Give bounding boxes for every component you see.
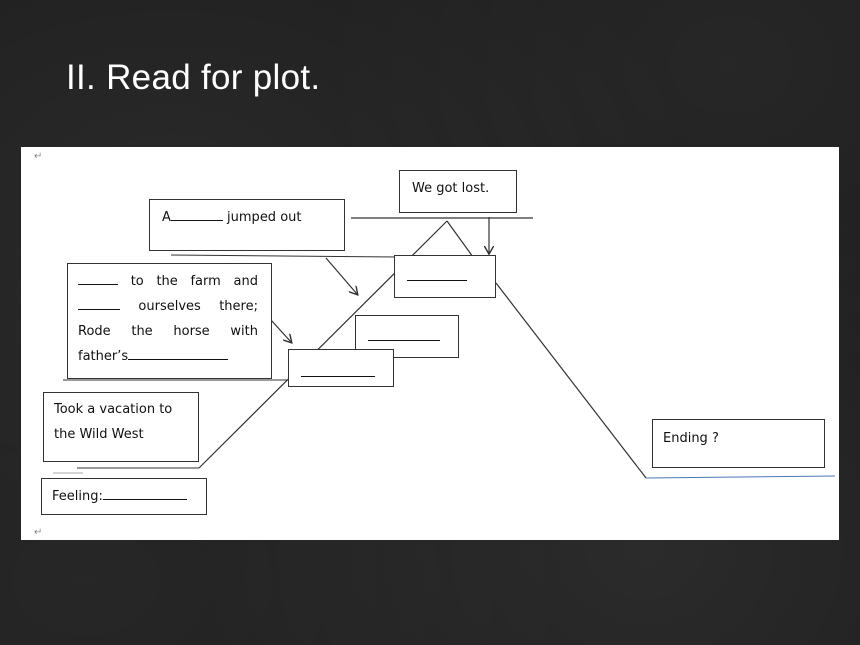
blank-box-peak xyxy=(394,255,496,298)
blank xyxy=(78,274,118,285)
exposition-box: Took a vacation to the Wild West xyxy=(43,392,199,462)
blank xyxy=(102,489,187,500)
feeling-box: Feeling: xyxy=(41,478,207,515)
peak-right-edge xyxy=(446,220,474,258)
blank xyxy=(78,299,120,310)
arrow-to-lower xyxy=(270,319,291,342)
blank-box-lower xyxy=(288,349,394,387)
exposition-line1: Took a vacation to xyxy=(54,402,173,417)
feeling-label: Feeling: xyxy=(52,489,103,504)
blank xyxy=(301,366,375,377)
resolution-line xyxy=(645,475,836,479)
farm-box: to the farm and ourselves there; Rode th… xyxy=(67,263,272,379)
plot-worksheet: ↵ ↵ We got lost. A jumped out to the far… xyxy=(21,147,839,540)
jumped-out-box: A jumped out xyxy=(149,199,345,251)
jumped-out-text: A jumped out xyxy=(162,210,302,225)
blank xyxy=(170,210,223,221)
climax-text: We got lost. xyxy=(412,181,490,196)
blank xyxy=(368,330,440,341)
exposition-line2: the Wild West xyxy=(54,427,144,442)
slide-title: II. Read for plot. xyxy=(66,58,321,97)
falling-action-line xyxy=(495,282,647,479)
ending-text: Ending ? xyxy=(663,431,719,446)
arrow-to-middle xyxy=(325,257,357,294)
climax-box: We got lost. xyxy=(399,170,517,213)
blank xyxy=(407,270,467,281)
paragraph-mark-top: ↵ xyxy=(34,151,43,162)
blank xyxy=(128,349,229,360)
ending-box: Ending ? xyxy=(652,419,825,468)
paragraph-mark-bottom: ↵ xyxy=(34,527,43,538)
